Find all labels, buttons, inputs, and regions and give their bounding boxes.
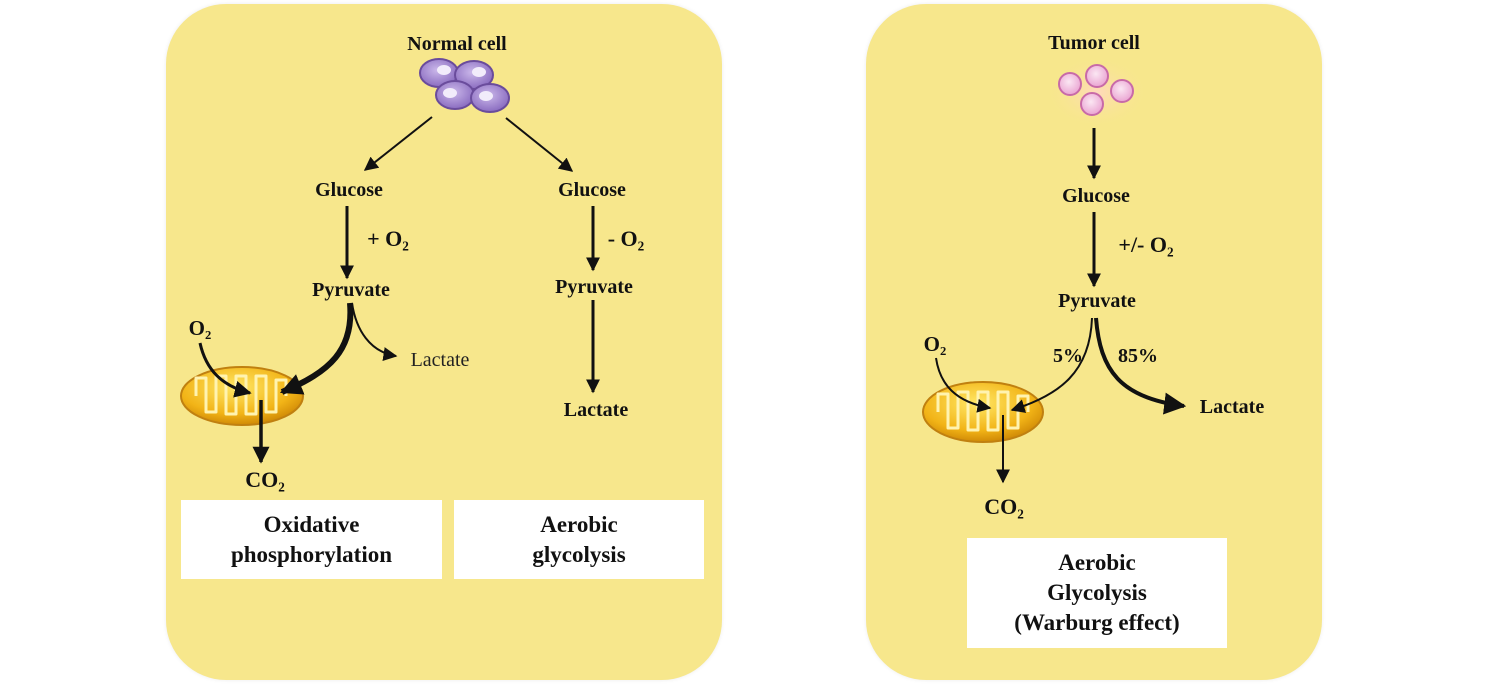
normal-cell-title: Normal cell [407,33,507,55]
lactate-label-tumor: Lactate [1199,396,1265,418]
oxygen-condition-tumor: +/- O₂ [1118,232,1174,257]
percent-lactate-label: 85% [1118,345,1158,367]
arrow-normal-to-glucose-right [505,117,574,172]
co2-label-tumor: CO₂ [984,494,1024,519]
co2-label-left: CO₂ [245,467,285,492]
aerobic-glycolysis-box: Aerobic glycolysis [454,500,704,579]
arrow-normal-to-glucose-left [363,116,433,171]
warburg-effect-box: Aerobic Glycolysis (Warburg effect) [967,538,1227,648]
process-line2: glycolysis [532,541,626,567]
pyruvate-label-tumor: Pyruvate [1058,290,1136,312]
mitochondrion-icon [180,366,304,426]
percent-mitochondria-label: 5% [1053,345,1083,367]
arrow-tumor-pyruvate-to-mitochondrion [1010,317,1093,413]
glucose-label-tumor: Glucose [1062,185,1130,207]
arrow-tumor-pyruvate-to-lactate [1094,317,1187,415]
arrow-tumor-o2-to-mitochondrion [935,357,992,413]
o2-label-left: O₂ [188,316,212,340]
pyruvate-label-left: Pyruvate [312,279,390,301]
process-line3: (Warburg effect) [1014,610,1180,635]
pyruvate-label-right: Pyruvate [555,276,633,298]
tumor-cell-cluster-icon [1045,56,1149,128]
oxidative-phosphorylation-box: Oxidative phosphorylation [181,500,442,579]
process-line1: Oxidative [263,511,360,537]
process-line1: Aerobic [540,511,618,537]
process-line2: phosphorylation [230,541,393,567]
lactate-label-left: Lactate [410,349,470,371]
tumor-cell-title: Tumor cell [1048,32,1140,54]
o2-label-tumor: O₂ [923,332,947,356]
process-line2: Glycolysis [1047,580,1147,605]
arrow-o2-to-mitochondrion [198,342,252,398]
glucose-label-left: Glucose [315,179,383,201]
normal-cell-cluster-icon [419,58,510,113]
arrow-pyruvate-to-mitochondrion [279,302,354,395]
oxygen-condition-right: - O₂ [607,226,645,251]
lactate-label-right: Lactate [563,399,629,421]
mitochondrion-icon [922,381,1044,443]
oxygen-condition-left: + O₂ [367,226,409,251]
glucose-label-right: Glucose [558,179,626,201]
arrow-pyruvate-to-lactate-left [351,302,398,361]
process-line1: Aerobic [1058,550,1136,575]
